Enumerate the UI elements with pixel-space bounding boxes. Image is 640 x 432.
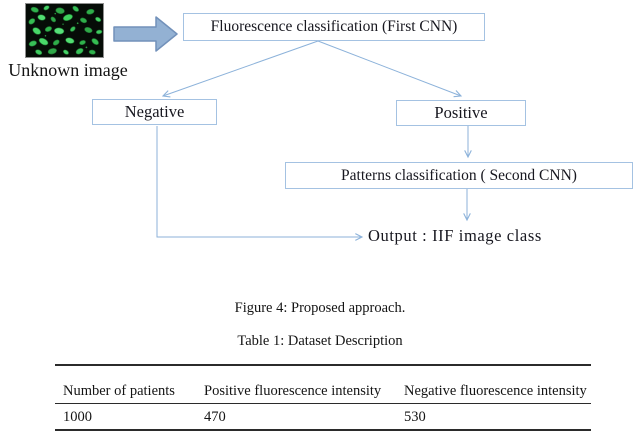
table-header-row: Number of patients Positive fluorescence…: [55, 365, 591, 404]
flowchart-box-fluorescence-classification: Fluorescence classification (First CNN): [183, 13, 485, 41]
table-row: 1000 470 530: [55, 404, 591, 431]
unknown-image-label: Unknown image: [8, 60, 128, 80]
connector-first-to-positive: [317, 40, 463, 98]
figure-caption: Figure 4: Proposed approach.: [234, 300, 406, 316]
flowchart-output-label: Output : IIF image class: [368, 226, 542, 245]
header-negative-fluorescence-intensity: Negative fluorescence intensity: [396, 365, 591, 404]
table-caption: Table 1: Dataset Description: [237, 333, 403, 349]
dataset-table: Number of patients Positive fluorescence…: [55, 364, 591, 431]
connector-first-to-negative: [161, 40, 319, 98]
flowchart-box-positive: Positive: [396, 100, 526, 126]
header-positive-fluorescence-intensity: Positive fluorescence intensity: [196, 365, 396, 404]
cell-number-of-patients: 1000: [63, 409, 92, 425]
header-number-of-patients: Number of patients: [55, 365, 196, 404]
cell-negative-fluorescence-intensity: 530: [404, 409, 426, 425]
fluorescence-microscopy-image: [25, 3, 104, 58]
cell-positive-fluorescence-intensity: 470: [204, 409, 226, 425]
flowchart-box-negative: Negative: [92, 99, 217, 125]
flowchart-box-patterns-classification: Patterns classification ( Second CNN): [285, 162, 633, 189]
block-arrow-icon: [113, 16, 178, 52]
flowchart-proposed-approach: Unknown image Fluorescence classificatio…: [8, 3, 633, 245]
